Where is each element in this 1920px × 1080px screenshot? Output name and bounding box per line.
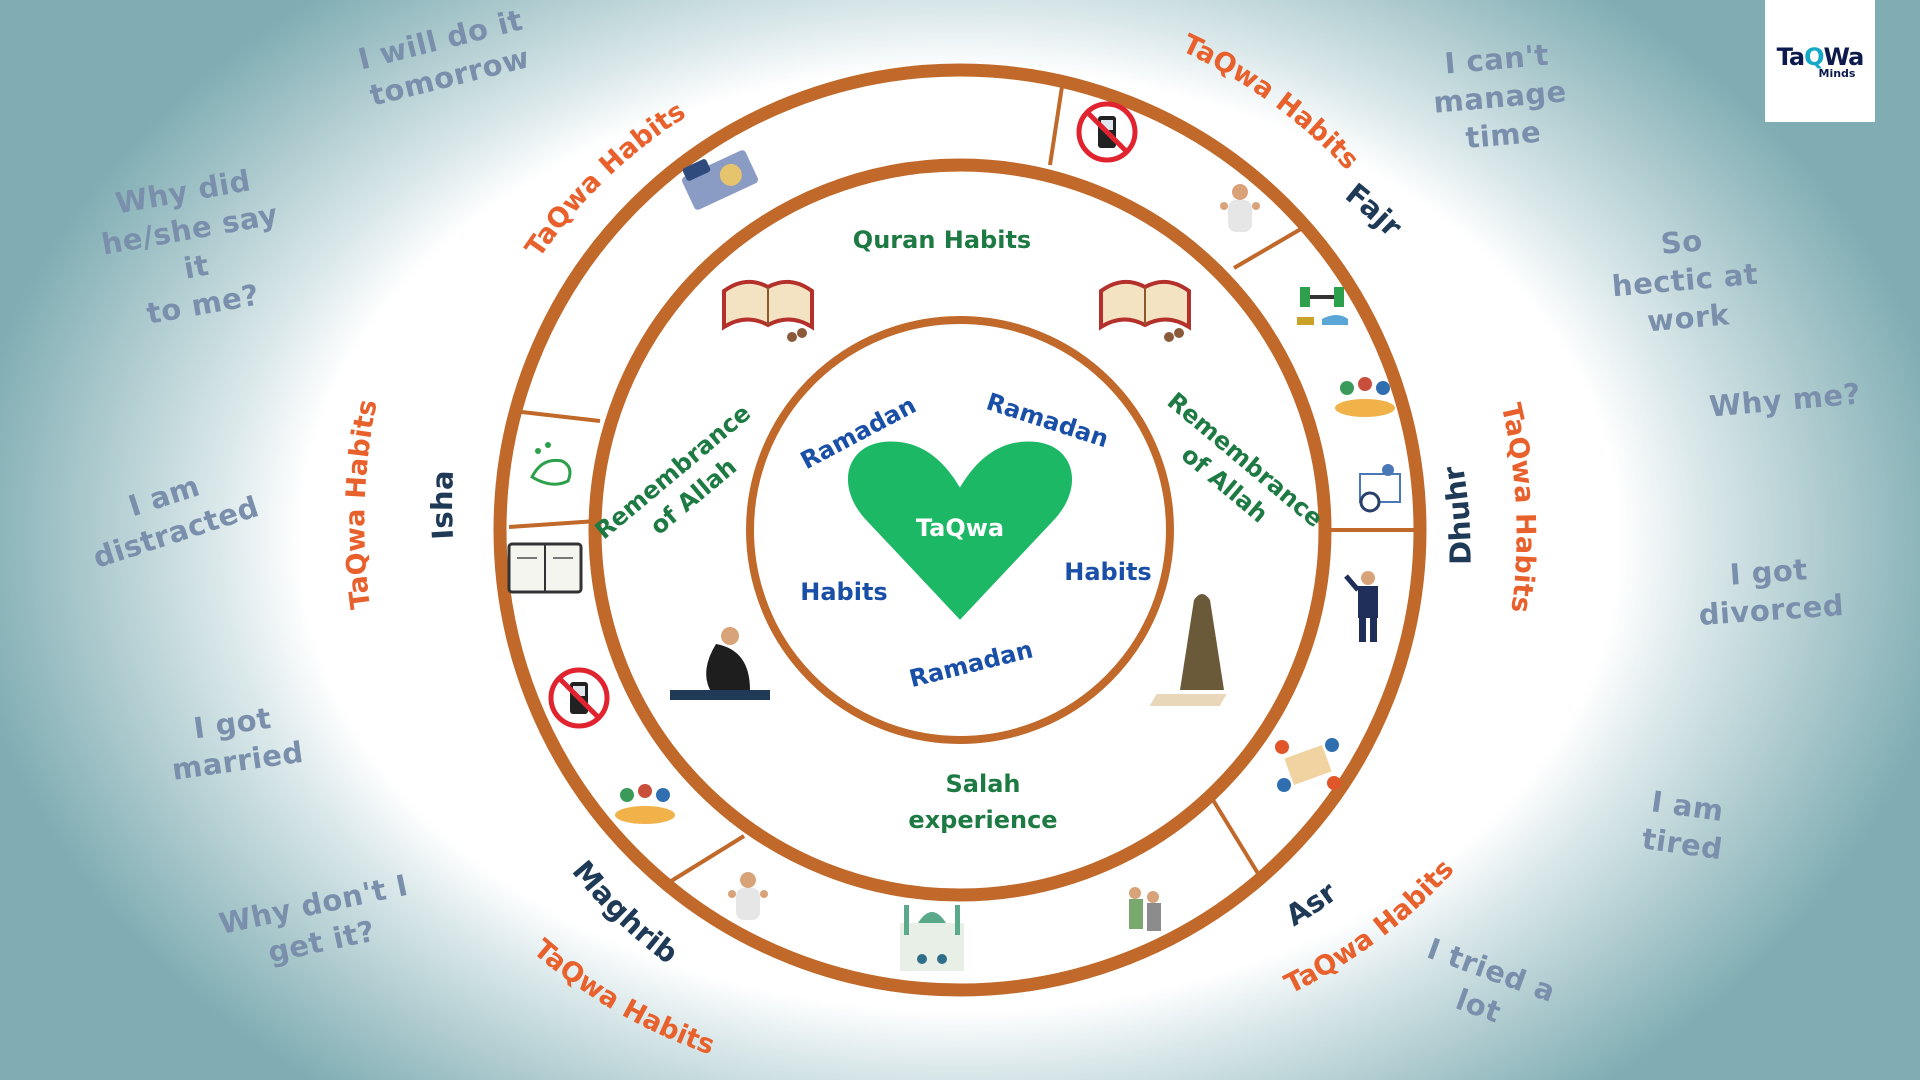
taqwa-heart (847, 441, 1073, 620)
group-table-icon (1275, 738, 1341, 792)
elderly-help-icon (1129, 887, 1161, 931)
open-book-icon (507, 542, 583, 594)
family-meal-icon-2 (615, 784, 675, 824)
praying-man-icon (1220, 184, 1260, 232)
dua-man-icon (728, 872, 768, 920)
taqwa-minds-logo: TaQWa Minds (1765, 0, 1875, 122)
prostrating-man-icon (670, 627, 770, 700)
family-meal-icon (1335, 377, 1395, 417)
no-phone-icon-2 (548, 667, 610, 729)
praying-woman-icon (1149, 594, 1227, 706)
segment-dividers (508, 79, 1423, 885)
mosque-icon (900, 905, 964, 971)
prayer-asr: Asr (1280, 875, 1344, 933)
habits-label-bottom-right: TaQwa Habits (1280, 854, 1460, 1001)
sleeping-person-icon (681, 150, 759, 210)
dumbbell-shoes-icon (1297, 287, 1348, 325)
habits-label-bottom-left: TaQwa Habits (527, 933, 718, 1061)
quran-icon-left (722, 279, 814, 342)
svg-text:experience: experience (908, 806, 1057, 834)
quran-icon-right (1099, 279, 1191, 342)
prayer-isha: Isha (425, 470, 460, 541)
svg-text:Salah: Salah (946, 770, 1021, 798)
habits-label-right: TaQwa Habits (1495, 400, 1541, 614)
presenter-icon (1344, 571, 1378, 642)
habits-label-inner-right: Habits (1064, 558, 1151, 586)
habits-label-left: TaQwa Habits (340, 397, 383, 611)
handwash-icon (530, 442, 572, 486)
prayer-fajr: Fajr (1339, 176, 1409, 244)
meeting-icon (1359, 464, 1401, 513)
logo-wordmark: TaQWa (1776, 42, 1865, 71)
salah-experience-label: Salah experience (908, 770, 1057, 834)
heart-label: TaQwa (916, 514, 1004, 542)
quran-habits-label: Quran Habits (853, 226, 1031, 254)
logo-subtitle: Minds (1818, 66, 1856, 80)
no-phone-icon (1076, 101, 1138, 163)
habits-label-inner-left: Habits (800, 578, 887, 606)
prayer-dhuhr: Dhuhr (1436, 463, 1478, 565)
